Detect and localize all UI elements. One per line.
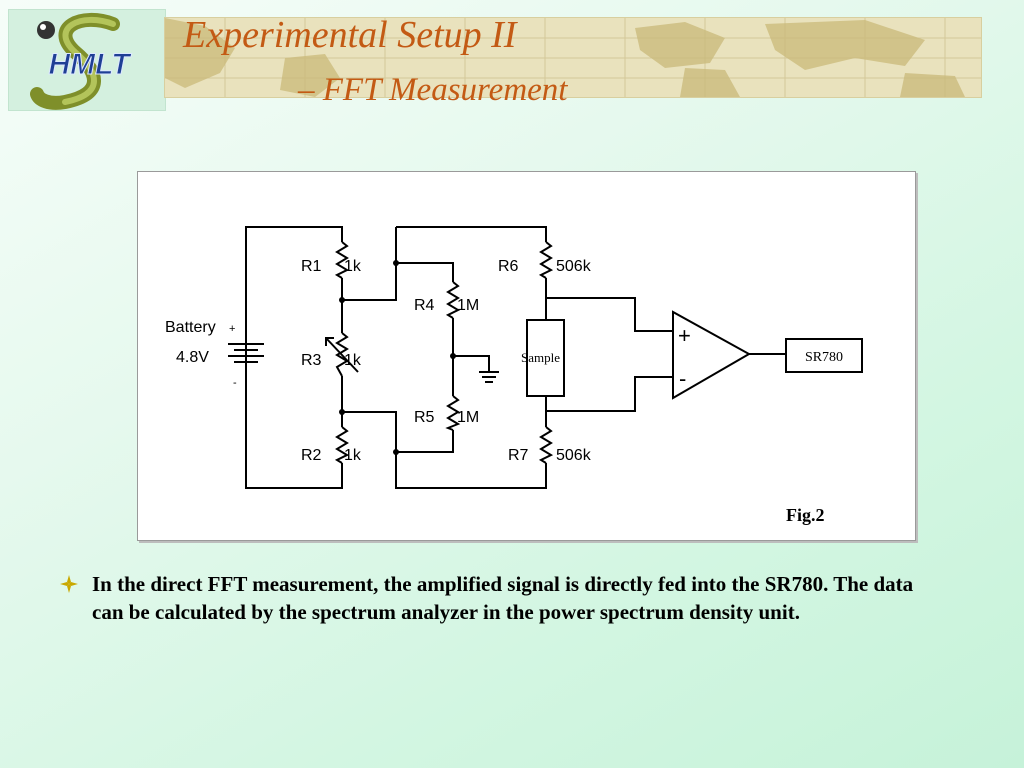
sr780-box bbox=[785, 338, 863, 373]
circuit-diagram: Battery + 4.8V - R1 1k R3 1k R2 1k R4 1M… bbox=[137, 171, 916, 541]
resistor-r4 bbox=[445, 281, 461, 319]
r5-value: 1M bbox=[457, 409, 479, 426]
resistor-r7 bbox=[538, 426, 554, 464]
resistor-set bbox=[325, 241, 554, 464]
logo-graphic: HMLT bbox=[30, 13, 133, 110]
r3-label: R3 bbox=[301, 352, 322, 369]
body-paragraph: In the direct FFT measurement, the ampli… bbox=[92, 572, 914, 624]
r4-label: R4 bbox=[414, 297, 435, 314]
amp-minus-label: - bbox=[679, 366, 686, 391]
resistor-r5 bbox=[445, 395, 461, 431]
page-title: Experimental Setup II bbox=[183, 14, 517, 56]
resistor-r2 bbox=[334, 426, 350, 464]
battery-plus-label: + bbox=[229, 323, 235, 335]
diamond-bullet-icon bbox=[60, 575, 78, 593]
figure-caption: Fig.2 bbox=[786, 505, 825, 525]
sr780-label: SR780 bbox=[805, 350, 843, 365]
r6-value: 506k bbox=[556, 258, 592, 275]
page-subtitle: – FFT Measurement bbox=[298, 72, 568, 108]
r1-label: R1 bbox=[301, 258, 322, 275]
r3-value: 1k bbox=[344, 352, 362, 369]
r1-value: 1k bbox=[344, 258, 362, 275]
battery-label: Battery bbox=[165, 319, 216, 336]
battery-symbol bbox=[228, 324, 264, 380]
r7-value: 506k bbox=[556, 447, 592, 464]
resistor-r1 bbox=[334, 241, 350, 279]
resistor-r3 bbox=[335, 332, 349, 377]
r2-value: 1k bbox=[344, 447, 362, 464]
battery-voltage-label: 4.8V bbox=[176, 349, 209, 366]
world-map-graphic bbox=[165, 18, 981, 97]
amp-plus-label: + bbox=[678, 323, 691, 348]
sample-label: Sample bbox=[521, 350, 560, 365]
r5-label: R5 bbox=[414, 409, 435, 426]
sample-box bbox=[526, 319, 565, 397]
r4-value: 1M bbox=[457, 297, 479, 314]
logo-text: HMLT bbox=[48, 48, 132, 81]
circuit-schematic: Battery + 4.8V - R1 1k R3 1k R2 1k R4 1M… bbox=[165, 226, 863, 489]
battery-minus-label: - bbox=[233, 377, 237, 389]
title-banner bbox=[164, 17, 982, 98]
r7-label: R7 bbox=[508, 447, 529, 464]
op-amp-symbol bbox=[672, 310, 752, 400]
ball-icon bbox=[37, 21, 55, 39]
r6-label: R6 bbox=[498, 258, 519, 275]
resistor-r6 bbox=[538, 241, 554, 279]
r2-label: R2 bbox=[301, 447, 322, 464]
logo: HMLT bbox=[8, 9, 166, 111]
